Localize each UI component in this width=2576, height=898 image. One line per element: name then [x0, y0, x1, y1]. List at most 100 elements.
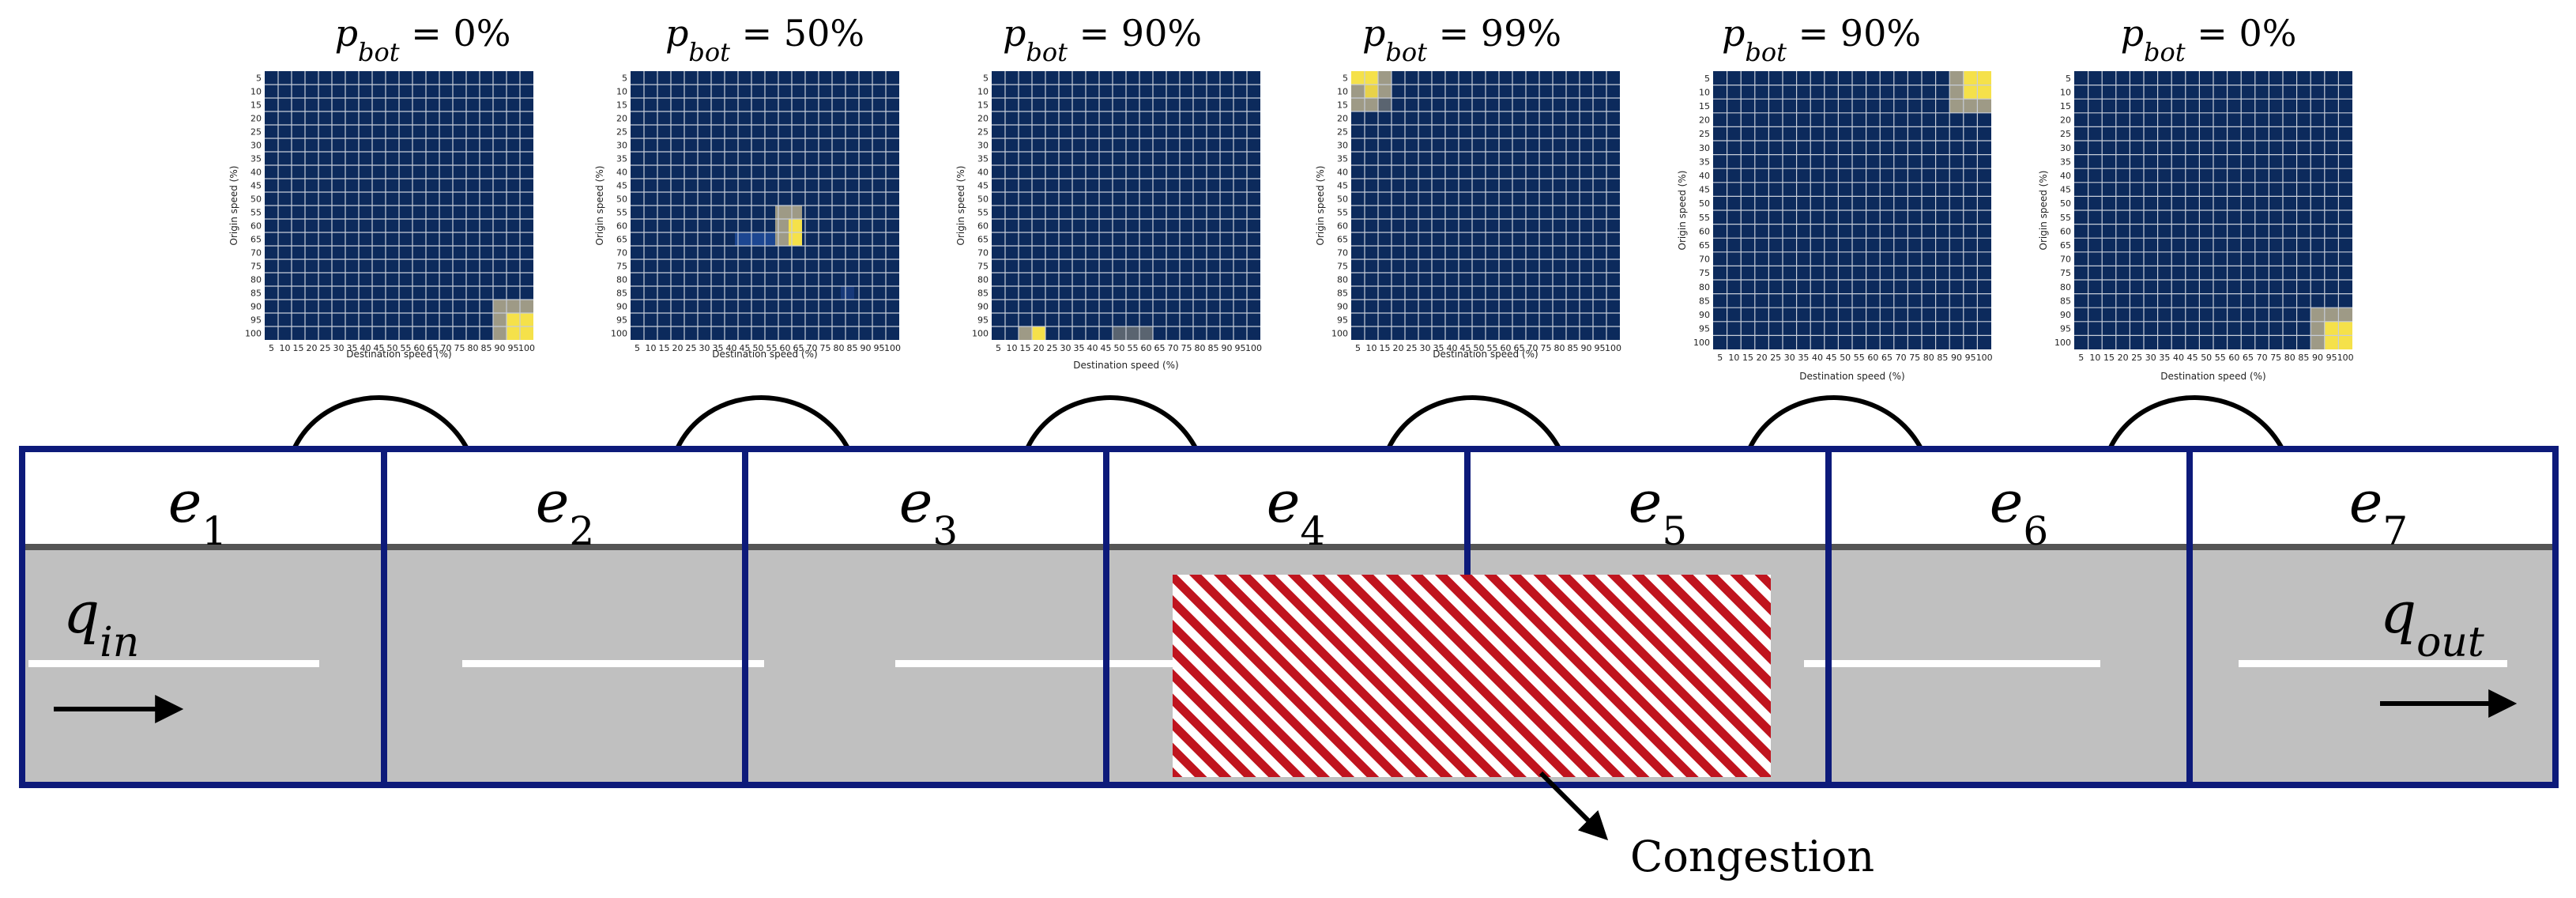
y-tick-label: 15 [977, 100, 989, 111]
x-tick-label: 30 [2145, 353, 2156, 363]
y-tick-label: 40 [250, 168, 262, 178]
x-axis-label: Destination speed (%) [346, 349, 452, 360]
y-tick-label: 85 [977, 289, 989, 299]
x-tick-label: 75 [1181, 343, 1192, 353]
panel-title-2: pbot = 50% [665, 12, 864, 67]
y-tick-label: 15 [250, 100, 262, 111]
y-tick-label: 20 [2060, 115, 2071, 126]
y-tick-label: 25 [2060, 129, 2071, 139]
x-tick-label: 15 [293, 343, 304, 353]
y-tick-label: 50 [2060, 198, 2071, 209]
y-tick-label: 40 [977, 168, 989, 178]
y-tick-label: 70 [616, 248, 627, 258]
x-tick-label: 50 [1114, 343, 1125, 353]
y-tick-label: 60 [2060, 226, 2071, 236]
x-tick-label: 20 [1393, 343, 1404, 353]
road [19, 446, 2559, 788]
y-tick-label: 30 [1699, 143, 1710, 153]
y-tick-label: 85 [1337, 289, 1348, 299]
panel-title-5: pbot = 90% [1722, 12, 1921, 67]
y-tick-label: 90 [1337, 302, 1348, 312]
x-tick-label: 65 [2243, 353, 2254, 363]
x-tick-label: 45 [374, 343, 385, 353]
y-tick-label: 75 [616, 262, 627, 272]
heatmap-panel-4: pbot = 99% 55101015152020252530303535404… [1315, 12, 1621, 360]
x-tick-label: 60 [414, 343, 425, 353]
edge-label-e2: e2 [536, 469, 594, 554]
y-tick-label: 90 [2060, 310, 2071, 320]
y-tick-label: 95 [2060, 324, 2071, 334]
x-tick-label: 90 [1951, 353, 1962, 363]
y-tick-label: 60 [616, 221, 627, 232]
x-tick-label: 35 [347, 343, 358, 353]
x-tick-label: 85 [1937, 353, 1948, 363]
y-tick-label: 60 [977, 221, 989, 232]
edge-label-e1: e1 [168, 469, 227, 554]
x-tick-label: 45 [1101, 343, 1112, 353]
edge-label-e7: e7 [2349, 469, 2408, 554]
x-tick-label: 30 [699, 343, 710, 353]
x-tick-label: 35 [713, 343, 724, 353]
x-tick-label: 95 [2326, 353, 2337, 363]
heatmap-panel-1: pbot = 0% 551010151520202525303035354040… [228, 12, 535, 360]
x-tick-label: 40 [1812, 353, 1823, 363]
y-tick-label: 20 [616, 114, 627, 124]
x-tick-label: 55 [1854, 353, 1865, 363]
x-tick-label: 60 [2228, 353, 2239, 363]
x-tick-label: 50 [1840, 353, 1851, 363]
x-tick-label: 95 [1595, 343, 1606, 353]
x-tick-label: 60 [1501, 343, 1512, 353]
heatmap-grid: 5510101515202025253030353540404545505055… [972, 71, 1262, 353]
y-tick-label: 10 [2060, 87, 2071, 97]
y-tick-label: 75 [1699, 268, 1710, 278]
x-tick-label: 35 [1433, 343, 1444, 353]
y-tick-label: 95 [977, 315, 989, 326]
y-tick-label: 75 [1337, 262, 1348, 272]
y-tick-label: 40 [1337, 168, 1348, 178]
x-tick-label: 10 [1366, 343, 1377, 353]
x-tick-label: 20 [307, 343, 318, 353]
y-axis-label: Origin speed (%) [1677, 171, 1688, 251]
y-tick-label: 95 [1699, 324, 1710, 334]
heatmap-panels: pbot = 0% 551010151520202525303035354040… [228, 12, 2354, 382]
panel-title-6: pbot = 0% [2121, 12, 2297, 67]
heatmap-cell [1378, 98, 1392, 111]
x-tick-label: 45 [740, 343, 751, 353]
y-tick-label: 100 [2054, 338, 2071, 348]
panel-title-3: pbot = 90% [1003, 12, 1202, 67]
x-tick-label: 15 [1742, 353, 1753, 363]
y-tick-label: 10 [1699, 87, 1710, 97]
y-tick-label: 90 [616, 302, 627, 312]
heatmap-panel-3: pbot = 90% 55101015152020252530303535404… [955, 12, 1262, 371]
x-tick-label: 25 [2131, 353, 2142, 363]
lane-markings [28, 660, 2507, 667]
y-tick-label: 60 [1337, 221, 1348, 232]
edge-label-e3: e3 [899, 469, 958, 554]
y-tick-label: 30 [616, 141, 627, 151]
x-tick-label: 65 [1154, 343, 1166, 353]
lane-marking [1804, 660, 2100, 667]
x-tick-label: 85 [1568, 343, 1579, 353]
y-tick-label: 20 [977, 114, 989, 124]
x-tick-label: 10 [646, 343, 657, 353]
x-tick-label: 50 [1474, 343, 1485, 353]
y-tick-label: 75 [2060, 268, 2071, 278]
congestion-pointer-icon [1538, 771, 1609, 841]
x-tick-label: 50 [753, 343, 764, 353]
y-tick-label: 70 [1337, 248, 1348, 258]
y-tick-label: 5 [2066, 74, 2071, 84]
y-tick-label: 45 [1699, 185, 1710, 195]
x-tick-label: 30 [1784, 353, 1795, 363]
heatmap-grid: 5510101515202025253030353540404545505055… [245, 71, 535, 353]
x-tick-label: 30 [1060, 343, 1071, 353]
x-axis-label: Destination speed (%) [712, 349, 818, 360]
x-tick-label: 10 [280, 343, 291, 353]
x-tick-label: 45 [2187, 353, 2198, 363]
y-tick-label: 90 [1699, 310, 1710, 320]
x-tick-label: 65 [1881, 353, 1892, 363]
heatmap-cell [1113, 326, 1153, 340]
y-tick-label: 25 [977, 127, 989, 138]
y-tick-label: 80 [250, 275, 262, 285]
y-tick-label: 70 [1699, 255, 1710, 265]
x-tick-label: 40 [1447, 343, 1458, 353]
